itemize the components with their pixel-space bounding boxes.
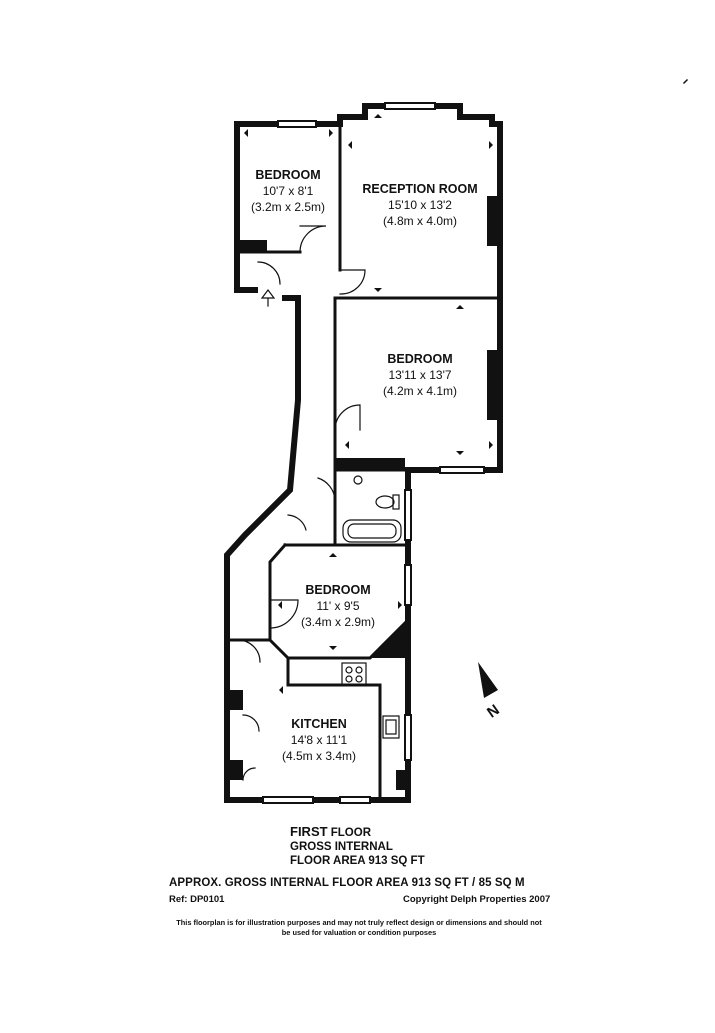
doors	[237, 225, 366, 781]
room-metric: (3.4m x 2.9m)	[300, 615, 375, 629]
room-imperial: 14'8 x 11'1	[290, 733, 348, 747]
room-name: BEDROOM	[255, 168, 321, 182]
room-label-bedroom-3: BEDROOM 11' x 9'5 (3.4m x 2.9m)	[283, 582, 393, 630]
floor-gross: GROSS INTERNAL	[290, 841, 393, 853]
approx-area: APPROX. GROSS INTERNAL FLOOR AREA 913 SQ…	[169, 877, 525, 889]
room-label-bedroom-2: BEDROOM 13'11 x 13'7 (4.2m x 4.1m)	[365, 351, 475, 399]
room-name: BEDROOM	[387, 352, 453, 366]
room-metric: (4.5m x 3.4m)	[281, 749, 356, 763]
room-label-bedroom-1: BEDROOM 10'7 x 8'1 (3.2m x 2.5m)	[238, 167, 338, 215]
disclaimer: This floorplan is for illustration purpo…	[162, 918, 556, 938]
floor-first: FIRST	[290, 824, 328, 839]
wall-blocks	[229, 196, 497, 790]
room-metric: (4.2m x 4.1m)	[382, 384, 457, 398]
floor-info: FIRST FLOOR GROSS INTERNAL FLOOR AREA 91…	[290, 825, 425, 868]
disclaimer-line-2: be used for valuation or condition purpo…	[281, 928, 437, 937]
floor-title: FIRST FLOOR	[290, 825, 425, 840]
bathroom-fixtures	[342, 475, 402, 543]
floor-area: FLOOR AREA 913 SQ FT	[290, 855, 425, 867]
room-label-kitchen: KITCHEN 14'8 x 11'1 (4.5m x 3.4m)	[268, 716, 370, 764]
room-imperial: 13'11 x 13'7	[388, 368, 452, 382]
room-name: RECEPTION ROOM	[362, 182, 478, 196]
room-metric: (4.8m x 4.0m)	[382, 214, 457, 228]
room-name: KITCHEN	[291, 717, 347, 731]
entrance-arrow-icon	[260, 289, 276, 307]
room-imperial: 10'7 x 8'1	[262, 184, 314, 198]
room-metric: (3.2m x 2.5m)	[250, 200, 325, 214]
kitchen-fixtures	[341, 662, 400, 739]
corner-mark	[682, 78, 689, 85]
room-imperial: 15'10 x 13'2	[388, 198, 452, 212]
dimension-markers	[244, 114, 493, 694]
disclaimer-line-1: This floorplan is for illustration purpo…	[176, 918, 542, 927]
compass-arrow-icon	[478, 662, 498, 698]
copyright: Copyright Delph Properties 2007	[403, 894, 551, 905]
reference: Ref: DP0101	[169, 894, 225, 905]
room-imperial: 11' x 9'5	[316, 599, 360, 613]
windows	[256, 102, 485, 804]
room-label-reception: RECEPTION ROOM 15'10 x 13'2 (4.8m x 4.0m…	[350, 181, 490, 229]
floor-word: FLOOR	[327, 827, 372, 839]
room-name: BEDROOM	[305, 583, 371, 597]
